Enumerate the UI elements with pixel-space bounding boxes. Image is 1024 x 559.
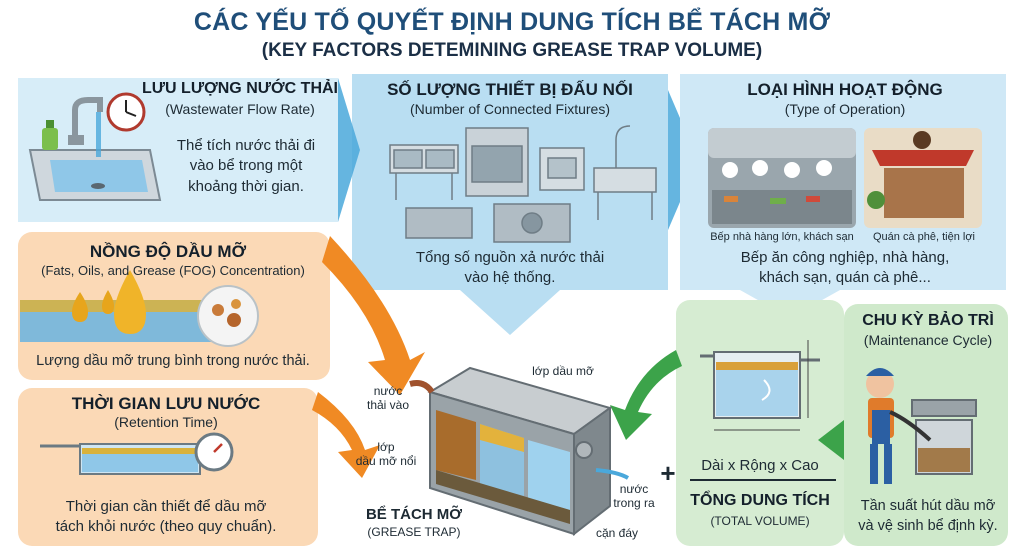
inlet-label-line-2: thải vào	[366, 398, 410, 413]
coffee-shop-photo	[864, 128, 982, 228]
fog-title: NỒNG ĐỘ DẦU MỠ	[89, 242, 247, 261]
flow-rate-desc-line-1: Thể tích nước thải đi	[176, 137, 316, 154]
floating-grease-line-2: dầu mỡ nổi	[355, 454, 417, 469]
grease-droplets-illustration	[20, 270, 259, 347]
total-volume-label: TỔNG DUNG TÍCH	[690, 492, 830, 509]
outlet-label: nước trong ra	[606, 482, 662, 511]
grease-trap-name: BỂ TÁCH MỠ	[365, 506, 463, 523]
fixtures-desc-line-1: Tổng số nguồn xả nước thải	[415, 249, 605, 266]
total-volume-label-en: (TOTAL VOLUME)	[710, 514, 810, 528]
volume-tank-illustration	[690, 340, 836, 481]
flow-arrow-left	[338, 78, 360, 222]
volume-arrow	[610, 350, 682, 440]
flow-rate-description: Thể tích nước thải đi vào bể trong một k…	[160, 136, 332, 197]
fog-arrow	[322, 236, 425, 395]
retention-desc-line-1: Thời gian cần thiết để dầu mỡ	[65, 498, 267, 515]
maintenance-worker-illustration	[866, 368, 977, 484]
page-title: CÁC YẾU TỐ QUYẾT ĐỊNH DUNG TÍCH BỂ TÁCH …	[193, 8, 831, 36]
restaurant-photo-caption: Bếp nhà hàng lớn, khách sạn	[710, 231, 854, 243]
fixtures-illustration	[389, 125, 657, 243]
operation-title: LOẠI HÌNH HOẠT ĐỘNG	[747, 80, 943, 99]
operation-desc-line-2: khách sạn, quán cà phê...	[759, 269, 931, 287]
fixtures-description: Tổng số nguồn xả nước thải vào hệ thống.	[352, 248, 668, 289]
coffee-photo-caption: Quán cà phê, tiện lợi	[873, 231, 975, 243]
flow-rate-title: LƯU LƯỢNG NƯỚC THẢI	[142, 80, 338, 97]
fog-title-en: (Fats, Oils, and Grease (FOG) Concentrat…	[41, 263, 305, 278]
maintenance-title: CHU KỲ BẢO TRÌ	[862, 312, 994, 329]
maintenance-desc-line-1: Tần suất hút dầu mỡ	[860, 498, 996, 514]
maintenance-title-en: (Maintenance Cycle)	[863, 332, 993, 348]
maintenance-description: Tần suất hút dầu mỡ và vệ sinh bể định k…	[848, 497, 1008, 536]
grease-layer-label: lớp dầu mỡ	[532, 364, 594, 378]
retention-title: THỜI GIAN LƯU NƯỚC	[71, 394, 261, 413]
retention-title-en: (Retention Time)	[114, 414, 218, 430]
fixtures-desc-line-2: vào hệ thống.	[464, 269, 556, 287]
operation-title-en: (Type of Operation)	[784, 101, 906, 117]
retention-description: Thời gian cần thiết để dầu mỡ tách khỏi …	[18, 497, 314, 538]
flow-rate-title-en: (Wastewater Flow Rate)	[165, 101, 315, 117]
floating-grease-line-1: lớp	[377, 440, 395, 454]
outlet-label-line-2: trong ra	[613, 496, 655, 511]
retention-arrow	[312, 392, 380, 478]
sediment-label: cặn đáy	[595, 526, 639, 540]
faucet-sink-illustration	[28, 92, 162, 201]
fog-description: Lượng dầu mỡ trung bình trong nước thải.	[36, 353, 310, 369]
fixtures-title: SỐ LƯỢNG THIẾT BỊ ĐẤU NỐI	[387, 80, 633, 99]
flow-rate-desc-line-3: khoảng thời gian.	[188, 177, 304, 195]
restaurant-kitchen-photo	[708, 128, 856, 228]
page-subtitle: (KEY FACTORS DETEMINING GREASE TRAP VOLU…	[261, 40, 763, 61]
outlet-label-line-1: nước	[619, 482, 649, 496]
grease-trap-name-en: (GREASE TRAP)	[367, 525, 461, 539]
inlet-label-line-1: nước	[373, 384, 403, 398]
inlet-label: nước thải vào	[358, 384, 418, 413]
operation-desc-line-1: Bếp ăn công nghiệp, nhà hàng,	[740, 249, 950, 266]
retention-desc-line-2: tách khỏi nước (theo quy chuẩn).	[55, 518, 277, 536]
fixtures-title-en: (Number of Connected Fixtures)	[410, 101, 610, 117]
volume-formula: Dài x Rộng x Cao	[701, 457, 819, 474]
retention-tank-illustration	[40, 432, 234, 475]
maintenance-arrow	[818, 420, 844, 460]
flow-rate-desc-line-2: vào bể trong một	[189, 157, 303, 175]
operation-description: Bếp ăn công nghiệp, nhà hàng, khách sạn,…	[690, 248, 1000, 289]
plus-sign: +	[660, 458, 676, 488]
grease-trap-tank	[409, 366, 630, 537]
floating-grease-label: lớp dầu mỡ nổi	[346, 440, 426, 469]
maintenance-desc-line-2: và vệ sinh bể định kỳ.	[858, 517, 998, 534]
